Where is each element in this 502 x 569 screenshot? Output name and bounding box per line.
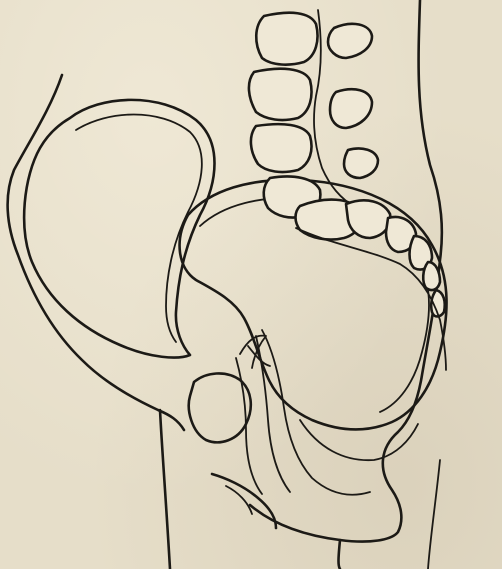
coccyx-segment-2 <box>423 262 440 290</box>
bladder-outline <box>24 100 214 358</box>
inner-thigh-line <box>339 540 341 569</box>
spinous-processes <box>328 24 378 178</box>
thigh-contour <box>160 410 170 569</box>
lumbar-vertebrae <box>249 13 320 218</box>
vertebra-3 <box>251 124 312 172</box>
vertebra-1 <box>256 13 317 65</box>
vertebra-2 <box>249 69 312 120</box>
spinous-process-2 <box>330 89 372 128</box>
posterior-thigh-line <box>428 460 440 569</box>
urethra-line <box>236 358 262 494</box>
spinous-process-1 <box>328 24 372 58</box>
spinous-process-3 <box>344 148 378 178</box>
rectum-line <box>300 420 418 460</box>
sacrum <box>296 200 445 317</box>
anterior-body-contour <box>8 75 184 430</box>
